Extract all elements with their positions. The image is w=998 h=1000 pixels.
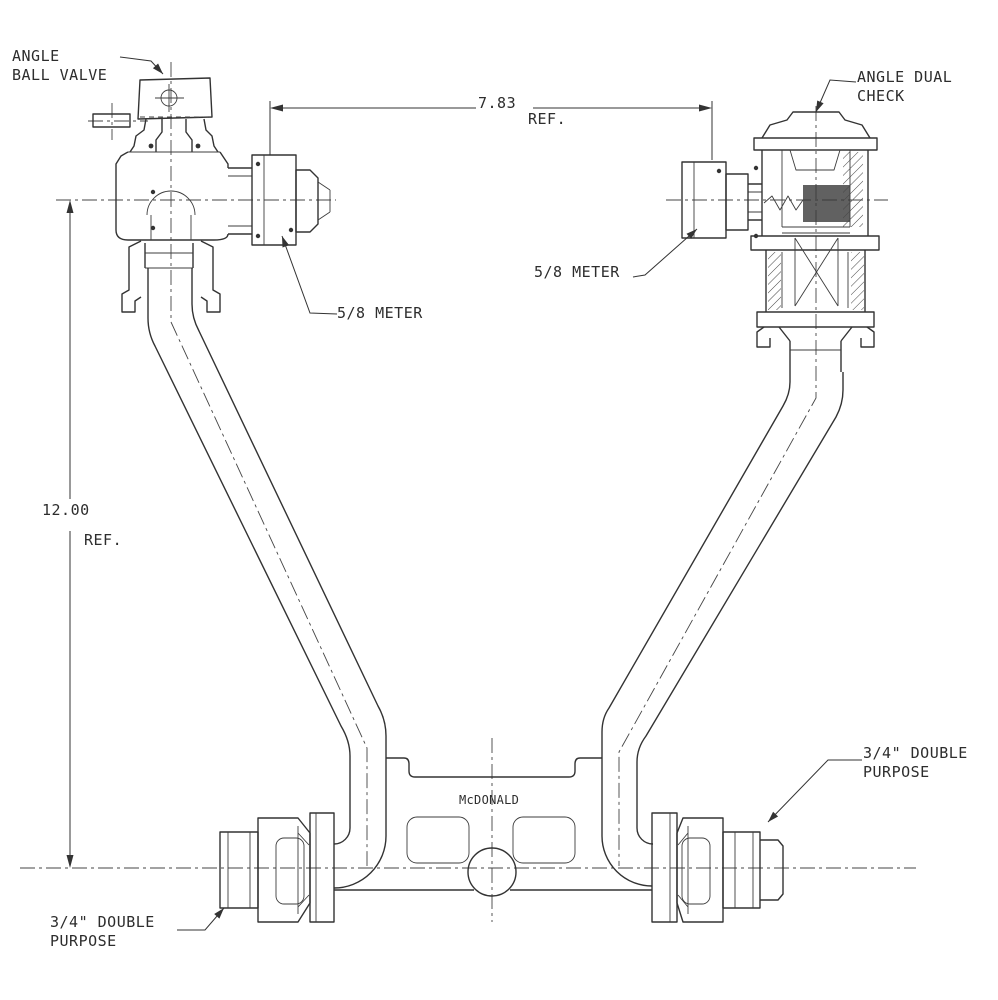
label-meter-left: 5/8 METER — [337, 304, 423, 322]
label-meter-right: 5/8 METER — [534, 263, 620, 281]
dimension-12-00 — [66, 200, 74, 868]
dimension-vertical-value: 12.00 — [42, 501, 90, 520]
label-double-purpose-left: 3/4" DOUBLE PURPOSE — [50, 913, 155, 950]
yoke-bar-assembly — [219, 757, 784, 923]
dimension-7-83 — [269, 101, 713, 160]
angle-dual-check-drawing — [681, 111, 880, 372]
dimension-horizontal-value: 7.83 — [478, 94, 517, 112]
dimension-horizontal-ref: REF. — [528, 110, 567, 128]
angle-ball-valve-drawing — [92, 77, 331, 313]
brand-marking: McDONALD — [459, 793, 520, 807]
label-angle-ball-valve: ANGLE BALL VALVE — [12, 47, 108, 84]
label-double-purpose-right: 3/4" DOUBLE PURPOSE — [863, 744, 968, 781]
dimension-vertical-ref: REF. — [84, 531, 123, 549]
leader-lines — [119, 56, 862, 931]
label-angle-dual-check: ANGLE DUAL CHECK — [857, 68, 953, 105]
riser-pipes — [147, 268, 844, 836]
